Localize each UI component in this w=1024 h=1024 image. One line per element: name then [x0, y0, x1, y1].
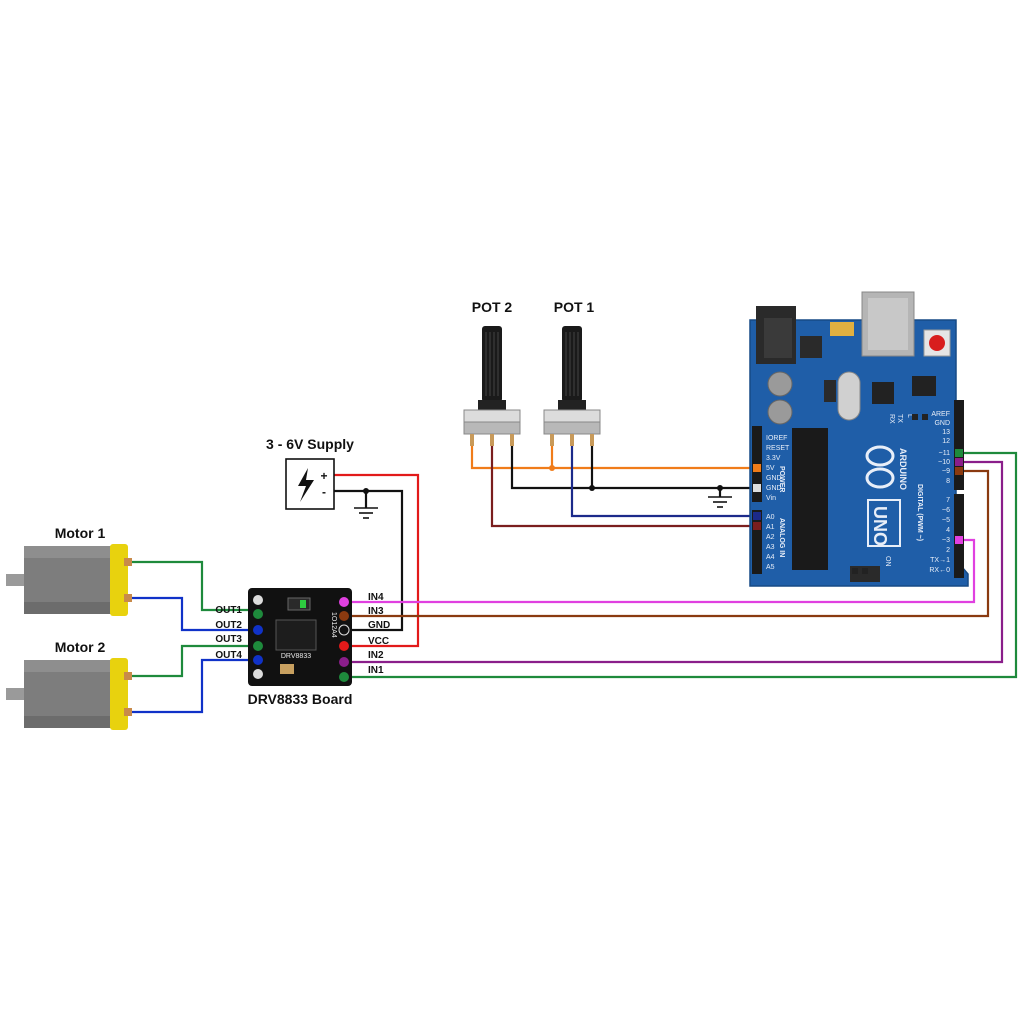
drv-pin-gnd: GND: [368, 620, 390, 631]
pin-a1: A1: [766, 524, 775, 531]
motor1: [6, 544, 132, 616]
drv-board-title: DRV8833 Board: [248, 691, 353, 707]
arduino-logo: [865, 445, 895, 489]
pin-d1-tx: TX→1: [930, 557, 950, 564]
pin-d11: ~11: [939, 450, 950, 457]
rx-led-label: RX: [888, 414, 895, 424]
digital-header-top: [954, 400, 964, 490]
motor1-title: Motor 1: [55, 525, 106, 541]
lightning-icon: [298, 468, 314, 502]
pot1-title: POT 1: [554, 299, 595, 315]
pin-5v: 5V: [766, 465, 775, 472]
drv-right-pin-pads: [338, 597, 350, 682]
digital-top-pin-labels: AREF GND 13 12 ~11 ~10 ~9 8: [931, 411, 950, 485]
drv-pin-in2: IN2: [368, 650, 384, 661]
wire-supply-vcc: [334, 473, 420, 648]
wire-pots-5v: [470, 446, 754, 470]
drv-right-pin-labels: IN4 IN3 GND VCC IN2 IN1: [368, 592, 390, 676]
wire-pots-gnd: [510, 446, 754, 490]
drv8833-board: DRV8833 1O12A4: [248, 588, 352, 686]
power-header-label: POWER: [778, 466, 785, 492]
ground-symbol-supply: [354, 507, 378, 519]
pot2-title: POT 2: [472, 299, 513, 315]
pot1: [543, 326, 601, 446]
pin-d2: 2: [946, 547, 950, 554]
pin-d12: 12: [942, 438, 950, 445]
pin-d10: ~10: [938, 459, 950, 466]
wire-pot1-a0: [570, 446, 754, 518]
tx-led-label: TX: [896, 414, 903, 423]
pin-d3: ~3: [942, 537, 950, 544]
digital-bottom-pin-labels: 7 ~6 ~5 4 ~3 2 TX→1 RX←0: [929, 497, 950, 574]
analog-pin-labels: A0 A1 A2 A3 A4 A5: [766, 514, 775, 571]
drv-side-label: 1O12A4: [330, 612, 337, 638]
drv-pin-vcc: VCC: [368, 636, 389, 647]
supply-minus-symbol: -: [322, 485, 326, 499]
drv-pin-out1: OUT1: [215, 605, 242, 616]
pin-d13: 13: [942, 429, 950, 436]
wire-motor2-out4: [130, 658, 258, 714]
wire-motor1-out2: [130, 596, 258, 632]
motor2: [6, 658, 132, 730]
drv-pin-in1: IN1: [368, 665, 384, 676]
pin-d4: 4: [946, 527, 950, 534]
wire-pot2-a1: [490, 446, 754, 528]
wire-in2-d10: [346, 460, 1004, 664]
l-led-label: L: [906, 414, 913, 418]
pin-reset: RESET: [766, 445, 790, 452]
pin-aref: AREF: [931, 411, 950, 418]
motor2-title: Motor 2: [55, 639, 106, 655]
arduino-uno: ARDUINO UNO ON TX RX L IOREF RESET 3.3V: [749, 291, 969, 587]
pin-a3: A3: [766, 544, 775, 551]
pin-gnd-1: GND: [766, 475, 782, 482]
pin-a4: A4: [766, 554, 775, 561]
drv-ic-chip: [275, 619, 317, 651]
analog-header: [752, 510, 762, 574]
pin-d9: ~9: [942, 468, 950, 475]
pin-gnd-digital: GND: [934, 420, 950, 427]
pin-ioref: IOREF: [766, 435, 787, 442]
on-led-label: ON: [884, 556, 891, 567]
arduino-model: UNO: [870, 506, 890, 546]
power-supply: + -: [285, 458, 335, 510]
pin-d0-rx: RX←0: [929, 567, 950, 574]
arduino-brand: ARDUINO: [898, 448, 908, 490]
pin-3v3: 3.3V: [766, 455, 781, 462]
pin-d5: ~5: [942, 517, 950, 524]
drv-pin-in4: IN4: [368, 592, 384, 603]
pin-d7: 7: [946, 497, 950, 504]
pot2: [463, 326, 521, 446]
drv-left-pin-pads: [253, 595, 263, 679]
drv-pin-in3: IN3: [368, 606, 384, 617]
pin-a5: A5: [766, 564, 775, 571]
drv-chip-label: DRV8833: [281, 653, 311, 660]
atmega-chip: [792, 428, 828, 570]
wire-in1-d11: [346, 451, 1018, 679]
ground-symbol-arduino: [708, 496, 732, 508]
junction-dots: [363, 465, 723, 494]
wires: [130, 446, 1018, 714]
analog-header-label: ANALOG IN: [778, 518, 785, 557]
supply-title: 3 - 6V Supply: [266, 436, 354, 452]
pin-a0: A0: [766, 514, 775, 521]
pin-vin: Vin: [766, 495, 776, 502]
wire-in3-d9: [346, 469, 990, 618]
drv-pin-out4: OUT4: [215, 650, 242, 661]
pin-gnd-2: GND: [766, 485, 782, 492]
wire-motor1-out1: [130, 560, 258, 612]
pin-d6: ~6: [942, 507, 950, 514]
drv-left-pin-labels: OUT1 OUT2 OUT3 OUT4: [215, 605, 242, 661]
pin-d8: 8: [946, 478, 950, 485]
drv-pin-out2: OUT2: [215, 620, 242, 631]
wire-motor2-out3: [130, 644, 258, 678]
pin-a2: A2: [766, 534, 775, 541]
drv-pin-out3: OUT3: [215, 634, 242, 645]
power-pin-labels: IOREF RESET 3.3V 5V GND GND Vin: [766, 435, 790, 502]
digital-header-label: DIGITAL (PWM ~): [916, 484, 923, 541]
wire-in4-d3: [346, 538, 976, 604]
supply-plus-symbol: +: [320, 469, 327, 483]
